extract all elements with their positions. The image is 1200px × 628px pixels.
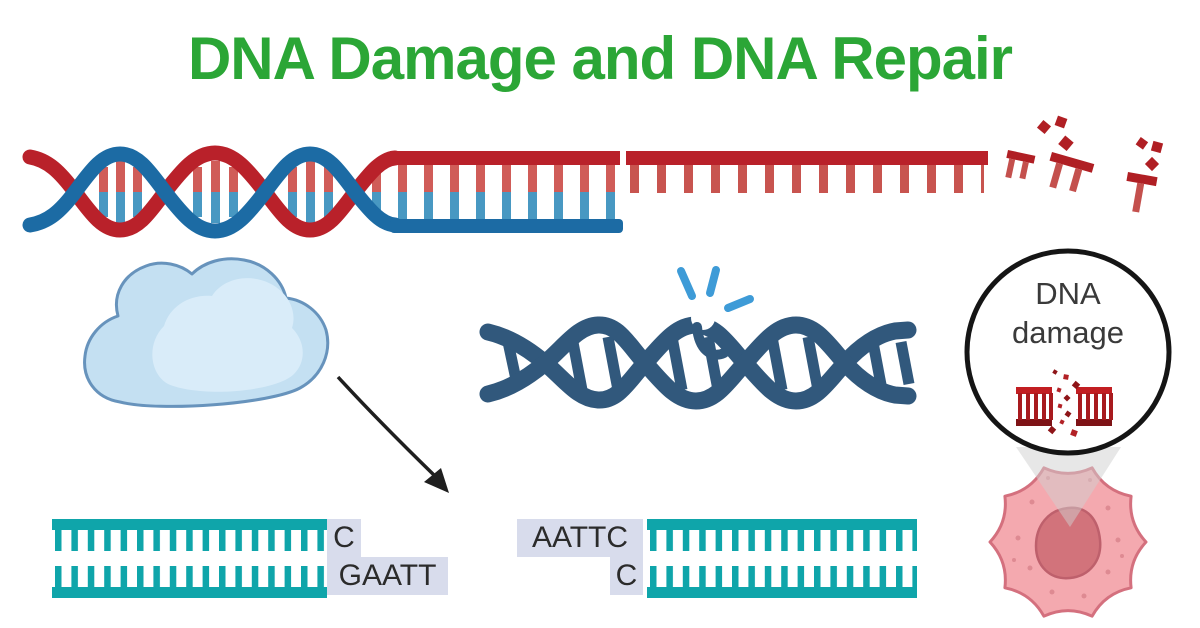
curved-arrow-icon	[336, 375, 449, 493]
cell-nucleus	[1034, 506, 1102, 580]
helix-rungs	[99, 161, 333, 223]
magnifier-wedge	[1016, 447, 1121, 527]
broken-helix-icon	[479, 266, 917, 410]
sequence-label-right-bottom: C	[610, 557, 643, 595]
sticky-end-left-icon	[52, 519, 327, 598]
mutagen-cloud-icon	[83, 257, 330, 408]
dna-damage-magnifier-circle	[964, 248, 1172, 456]
sequence-label-left-top: C	[327, 519, 361, 557]
blue-rail	[390, 219, 623, 233]
dna-damage-label-line2: damage	[1011, 315, 1125, 350]
single-strand-teeth	[630, 165, 984, 193]
blue-strand-helix	[22, 146, 403, 239]
red-rail-right	[626, 151, 988, 165]
ladder-rungs	[372, 165, 618, 219]
red-strand-helix	[22, 145, 403, 238]
red-rail-left	[390, 151, 620, 165]
sticky-end-right-icon	[647, 519, 917, 598]
sequence-label-right-top: AATTC	[517, 519, 643, 557]
dna-damage-label-line1: DNA	[1035, 276, 1101, 311]
damage-sparks-icon	[677, 266, 754, 312]
dna-damage-label: DNA damage	[968, 274, 1168, 352]
dna-fragments-icon	[1005, 115, 1164, 213]
page-title: DNA Damage and DNA Repair	[187, 25, 1013, 92]
unwinding-dna-icon	[22, 115, 1164, 239]
mini-broken-ladder-icon	[1016, 369, 1113, 437]
damaged-cell-icon	[988, 447, 1148, 618]
sequence-label-left-bottom: GAATT	[327, 557, 448, 595]
broken-end-hook	[692, 322, 729, 360]
ladder-debris	[1047, 369, 1081, 437]
